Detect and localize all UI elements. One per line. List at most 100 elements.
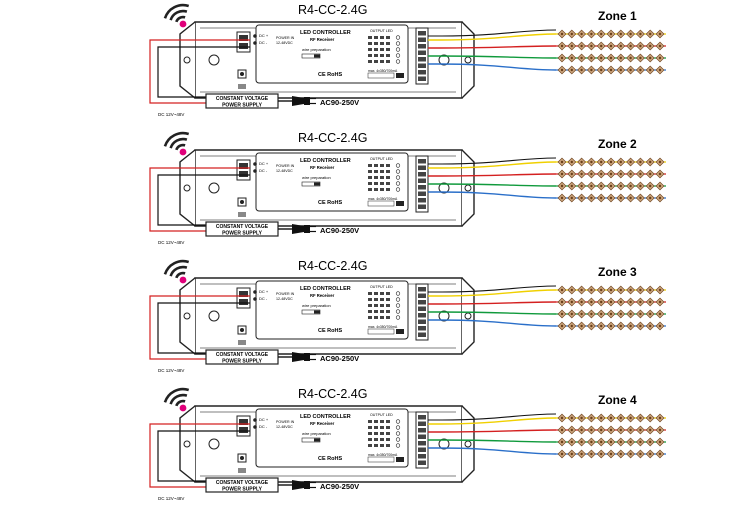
led-strip-group	[556, 413, 666, 459]
max-output-label: max. 4x350/700mA	[368, 69, 398, 73]
wireless-signal-icon	[163, 387, 190, 412]
output-wire-4	[428, 319, 557, 327]
wire-dc-negative	[157, 430, 250, 482]
wireless-signal-icon	[163, 131, 190, 156]
output-wire-4	[428, 447, 557, 455]
model-title: R4-CC-2.4G	[298, 3, 367, 17]
screw	[208, 438, 220, 450]
output-terminal-block	[415, 283, 429, 341]
power-in-label: POWER IN	[276, 164, 295, 168]
led-strip-group	[556, 157, 666, 203]
cert-label: CE RoHS	[318, 72, 342, 78]
wireless-signal-icon	[163, 259, 190, 284]
output-wire-common	[428, 29, 557, 37]
psu-line1: CONSTANT VOLTAGE	[216, 224, 269, 230]
status-led	[238, 212, 246, 217]
output-wire-3	[428, 311, 557, 315]
wire-dc-negative	[157, 302, 250, 354]
status-led	[238, 84, 246, 89]
controller-title: LED CONTROLLER	[300, 286, 351, 292]
controller-sub: RF Receiver	[310, 37, 335, 42]
output-terminal-block	[415, 155, 429, 213]
wire-prep-label: wire preparation	[302, 47, 331, 52]
wire-dc-negative	[157, 46, 250, 98]
mount-hole	[183, 56, 191, 64]
dc-label: DC 12V~48V	[158, 496, 184, 501]
dc-minus-label: DC -	[259, 296, 268, 301]
zone-label: Zone 4	[598, 393, 637, 407]
ac-label: AC90-250V	[320, 482, 359, 491]
wire-prep-label: wire preparation	[302, 431, 331, 436]
output-terminal-block	[415, 411, 429, 469]
screw	[208, 310, 220, 322]
wire-prep-label: wire preparation	[302, 175, 331, 180]
ac-plug-icon	[292, 224, 316, 234]
screw	[438, 54, 450, 66]
dc-label: DC 12V~48V	[158, 240, 184, 245]
cert-label: CE RoHS	[318, 200, 342, 206]
controller-title: LED CONTROLLER	[300, 158, 351, 164]
output-wire-2	[428, 429, 557, 433]
psu-line2: POWER SUPPLY	[222, 359, 262, 365]
wire-prep-label: wire preparation	[302, 303, 331, 308]
controller-title: LED CONTROLLER	[300, 30, 351, 36]
cert-label: CE RoHS	[318, 456, 342, 462]
model-title: R4-CC-2.4G	[298, 259, 367, 273]
output-wire-4	[428, 191, 557, 199]
mount-hole	[464, 440, 472, 448]
psu-line1: CONSTANT VOLTAGE	[216, 480, 269, 486]
led-strip-group	[556, 29, 666, 75]
output-wire-common	[428, 285, 557, 293]
mount-hole	[183, 184, 191, 192]
psu-line2: POWER SUPPLY	[222, 231, 262, 237]
input-terminal-block	[236, 287, 251, 309]
led-strip-group	[556, 285, 666, 331]
ac-label: AC90-250V	[320, 226, 359, 235]
wire-dc-positive	[149, 295, 250, 360]
mount-hole	[464, 312, 472, 320]
output-wire-3	[428, 55, 557, 59]
screw	[208, 54, 220, 66]
model-title: R4-CC-2.4G	[298, 131, 367, 145]
controller-title: LED CONTROLLER	[300, 414, 351, 420]
output-wire-1	[428, 161, 557, 169]
dc-minus-label: DC -	[259, 424, 268, 429]
ac-plug-icon	[292, 480, 316, 490]
dc-label: DC 12V~48V	[158, 112, 184, 117]
voltage-range-label: 12-48VDC	[276, 41, 293, 45]
max-output-label: max. 4x350/700mA	[368, 325, 398, 329]
wire-dc-positive	[149, 423, 250, 488]
screw	[438, 438, 450, 450]
output-wire-1	[428, 417, 557, 425]
output-wire-4	[428, 63, 557, 71]
zone-label: Zone 1	[598, 9, 637, 23]
ac-label: AC90-250V	[320, 354, 359, 363]
cert-label: CE RoHS	[318, 328, 342, 334]
psu-line1: CONSTANT VOLTAGE	[216, 352, 269, 358]
input-terminal-block	[236, 31, 251, 53]
wire-dc-positive	[149, 167, 250, 232]
output-wire-common	[428, 157, 557, 165]
power-in-label: POWER IN	[276, 420, 295, 424]
mount-hole	[183, 312, 191, 320]
model-title: R4-CC-2.4G	[298, 387, 367, 401]
output-led-label: OUTPUT LED	[370, 285, 393, 289]
max-output-label: max. 4x350/700mA	[368, 197, 398, 201]
psu-line1: CONSTANT VOLTAGE	[216, 96, 269, 102]
psu-line2: POWER SUPPLY	[222, 103, 262, 109]
voltage-range-label: 12-48VDC	[276, 297, 293, 301]
power-in-label: POWER IN	[276, 292, 295, 296]
dc-minus-label: DC -	[259, 40, 268, 45]
status-led	[238, 340, 246, 345]
wire-dc-positive	[149, 39, 250, 104]
